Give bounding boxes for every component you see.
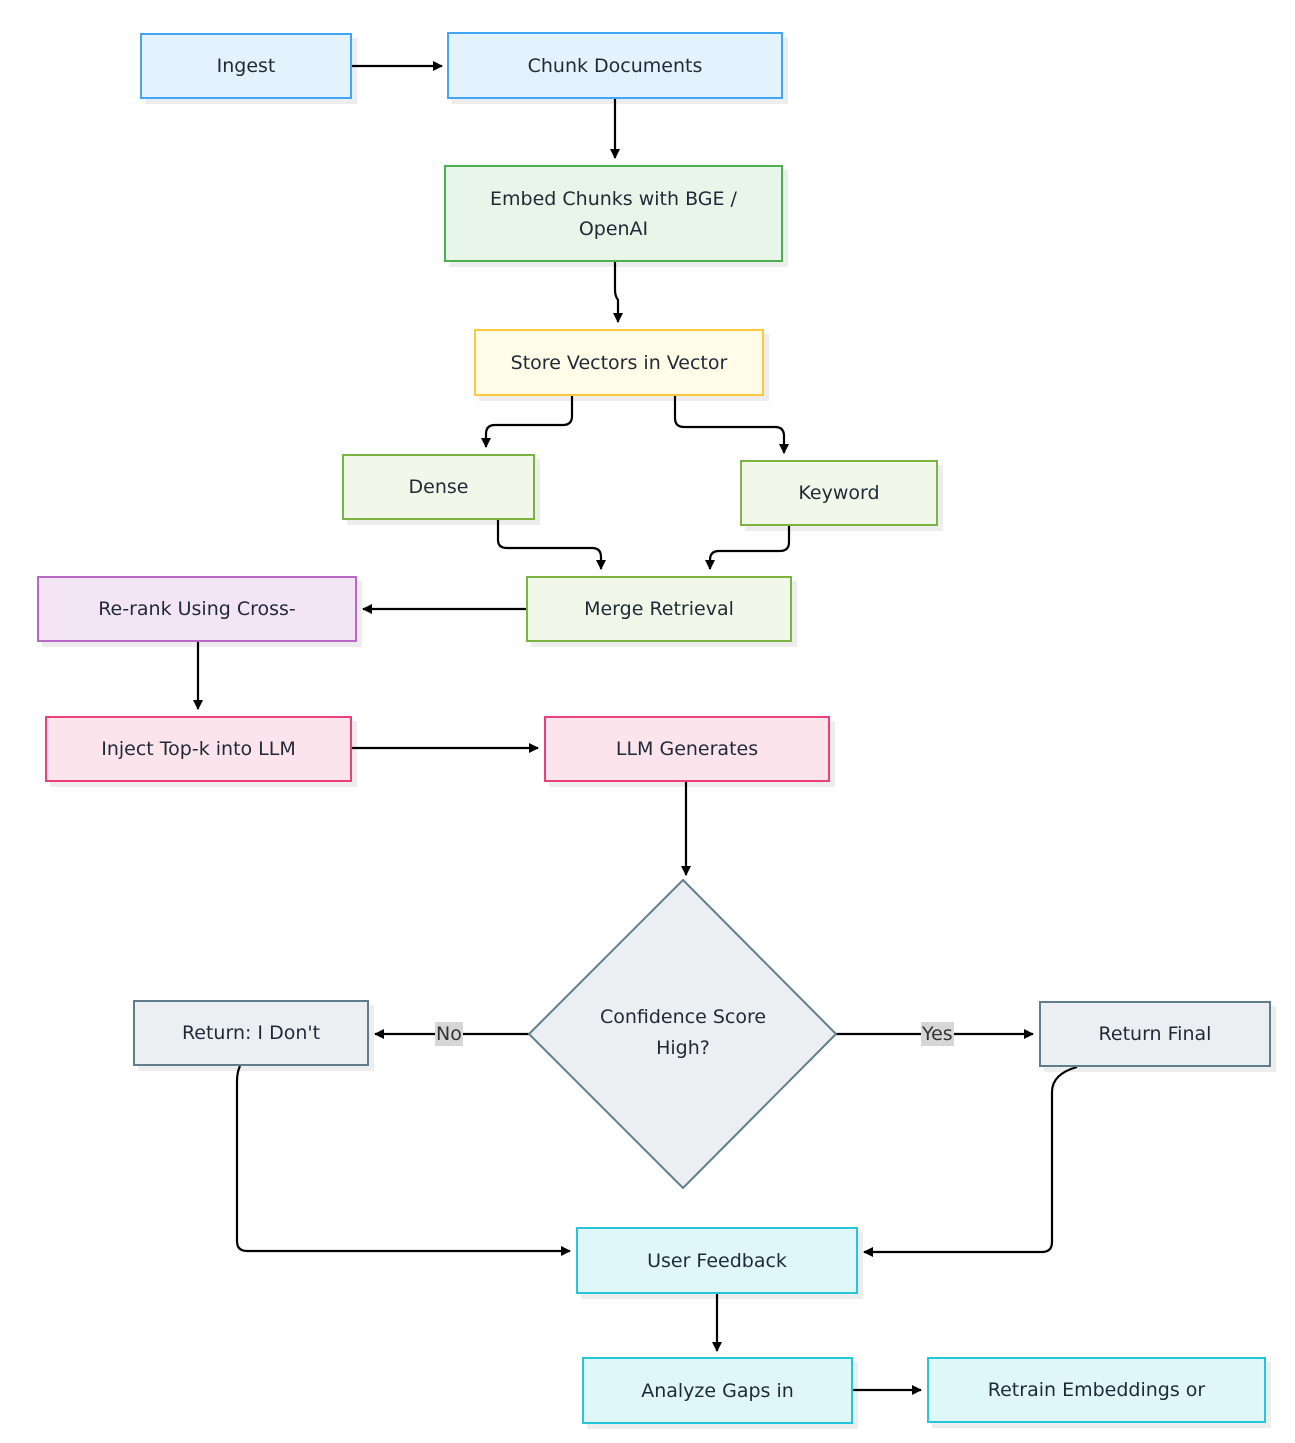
- node-keyword-label: Keyword: [798, 482, 880, 504]
- decision-label-line1: Confidence Score: [599, 1006, 767, 1028]
- node-return-final: Return Final: [1039, 1001, 1271, 1067]
- node-dense: Dense: [342, 454, 535, 520]
- edge-keyword-merge: [705, 526, 791, 570]
- node-dense-label: Dense: [408, 476, 469, 498]
- node-retrain-embeddings-label: Retrain Embeddings or: [987, 1379, 1206, 1401]
- edge-dense-merge: [496, 520, 606, 570]
- node-inject-topk-label: Inject Top-k into LLM: [101, 738, 296, 760]
- node-retrain-embeddings: Retrain Embeddings or: [927, 1357, 1266, 1423]
- edge-embed-store: [613, 262, 623, 323]
- node-store-vectors: Store Vectors in Vector: [474, 329, 764, 396]
- node-store-vectors-label: Store Vectors in Vector: [510, 351, 728, 374]
- node-return-idk: Return: I Don't: [133, 1000, 369, 1066]
- node-chunk-documents: Chunk Documents: [447, 32, 783, 99]
- node-embed-chunks-label-line1: Embed Chunks with BGE /: [490, 187, 737, 210]
- node-embed-chunks-label-line2: OpenAI: [578, 217, 649, 240]
- decision-label-line2: High?: [656, 1037, 710, 1059]
- decision-label: Confidence Score High?: [573, 1002, 793, 1064]
- node-merge-retrieval-label: Merge Retrieval: [584, 598, 734, 620]
- node-embed-chunks: Embed Chunks with BGE / OpenAI: [444, 165, 783, 262]
- node-llm-generates-label: LLM Generates: [615, 738, 759, 760]
- node-analyze-gaps: Analyze Gaps in: [582, 1357, 853, 1424]
- node-merge-retrieval: Merge Retrieval: [526, 576, 792, 642]
- node-keyword: Keyword: [740, 460, 938, 526]
- edge-label-no: No: [435, 1022, 463, 1046]
- edge-store-keyword: [673, 396, 789, 454]
- node-rerank: Re-rank Using Cross-: [37, 576, 357, 642]
- node-rerank-label: Re-rank Using Cross-: [98, 598, 296, 620]
- edge-label-yes: Yes: [921, 1022, 954, 1046]
- decision-diamond: [527, 878, 838, 1190]
- edge-store-dense: [481, 396, 574, 448]
- node-ingest-label: Ingest: [216, 55, 276, 77]
- node-inject-topk: Inject Top-k into LLM: [45, 716, 352, 782]
- node-return-final-label: Return Final: [1098, 1023, 1212, 1045]
- node-ingest: Ingest: [140, 33, 352, 99]
- node-user-feedback: User Feedback: [576, 1227, 858, 1294]
- node-llm-generates: LLM Generates: [544, 716, 830, 782]
- edge-final-feedback: [863, 1065, 1078, 1257]
- edge-idk-feedback: [235, 1065, 571, 1256]
- node-chunk-documents-label: Chunk Documents: [527, 54, 703, 77]
- node-user-feedback-label: User Feedback: [647, 1249, 787, 1272]
- node-return-idk-label: Return: I Don't: [181, 1022, 321, 1044]
- node-analyze-gaps-label: Analyze Gaps in: [641, 1379, 794, 1402]
